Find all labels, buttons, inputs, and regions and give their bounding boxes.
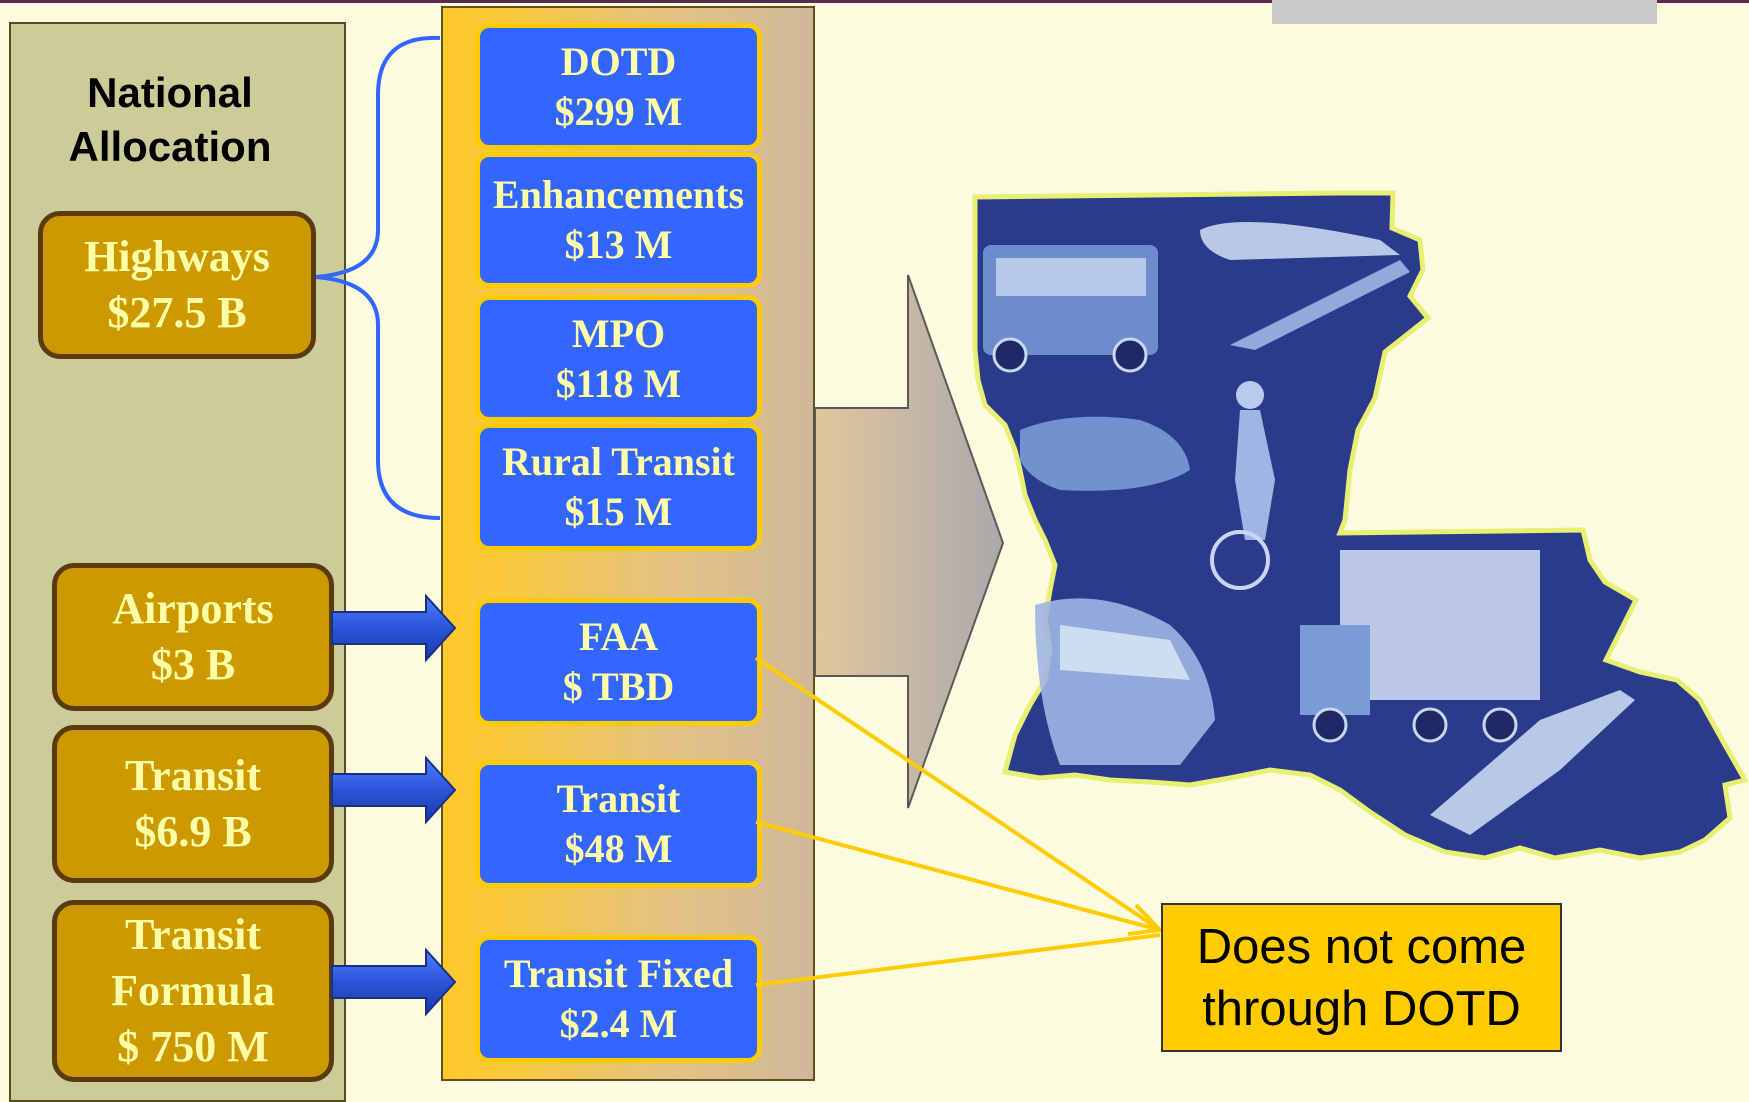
transit-formula-amount: $ 750 M <box>117 1022 269 1071</box>
transit-state-box: Transit $48 M <box>475 760 762 888</box>
transit-label: Transit <box>124 751 262 800</box>
enhancements-label: Enhancements <box>492 172 745 217</box>
mpo-label: MPO <box>571 310 666 356</box>
faa-box: FAA $ TBD <box>475 598 762 726</box>
airports-box: Airports $3 B <box>52 563 334 711</box>
note-connectors <box>754 656 1165 987</box>
mpo-box: MPO $118 M <box>475 295 762 422</box>
cyclist-icon <box>1236 381 1264 409</box>
flow-arrow <box>814 274 1005 809</box>
highways-box: Highways $27.5 B <box>38 211 316 359</box>
note-line1: Does not come <box>1196 919 1527 974</box>
note-line2: through DOTD <box>1202 981 1521 1036</box>
dotd-label: DOTD <box>560 38 677 84</box>
note-box: Does not come through DOTD <box>1161 903 1562 1052</box>
louisiana-map <box>972 190 1749 861</box>
transit-fixed-box: Transit Fixed $2.4 M <box>475 935 762 1063</box>
car-icon <box>1020 416 1190 491</box>
airplane-icon <box>1200 222 1400 260</box>
brace-connector <box>315 35 441 520</box>
transit-formula-line2: Formula <box>111 966 275 1015</box>
transit-fixed-amount: $2.4 M <box>559 1001 678 1046</box>
airports-amount: $3 B <box>150 640 236 689</box>
enhancements-box: Enhancements $13 M <box>475 152 762 288</box>
highways-amount: $27.5 B <box>107 288 247 337</box>
mpo-amount: $118 M <box>555 360 682 406</box>
truck-icon <box>1340 550 1540 700</box>
rural-transit-label: Rural Transit <box>502 439 735 484</box>
arrow-airports <box>331 593 457 663</box>
faa-amount: $ TBD <box>562 664 675 709</box>
transit-fixed-label: Transit Fixed <box>503 951 734 996</box>
highways-label: Highways <box>84 232 270 281</box>
header-bar <box>1272 0 1657 24</box>
airports-label: Airports <box>112 584 274 633</box>
transit-state-amount: $48 M <box>564 826 673 871</box>
rural-transit-amount: $15 M <box>564 489 673 534</box>
transit-amount: $6.9 B <box>134 807 252 856</box>
ship-icon <box>1430 690 1635 835</box>
transit-formula-line1: Transit <box>124 910 262 959</box>
transit-formula-box: Transit Formula $ 750 M <box>52 900 334 1082</box>
dotd-box: DOTD $299 M <box>475 23 762 150</box>
dotd-amount: $299 M <box>554 88 683 134</box>
top-rule <box>0 0 1749 3</box>
faa-label: FAA <box>578 614 659 659</box>
arrow-transit-formula <box>331 947 457 1017</box>
rural-transit-box: Rural Transit $15 M <box>475 423 762 551</box>
arrow-transit <box>331 755 457 825</box>
enhancements-amount: $13 M <box>564 222 673 267</box>
national-allocation-title: National Allocation <box>68 69 272 170</box>
transit-state-label: Transit <box>556 776 681 821</box>
